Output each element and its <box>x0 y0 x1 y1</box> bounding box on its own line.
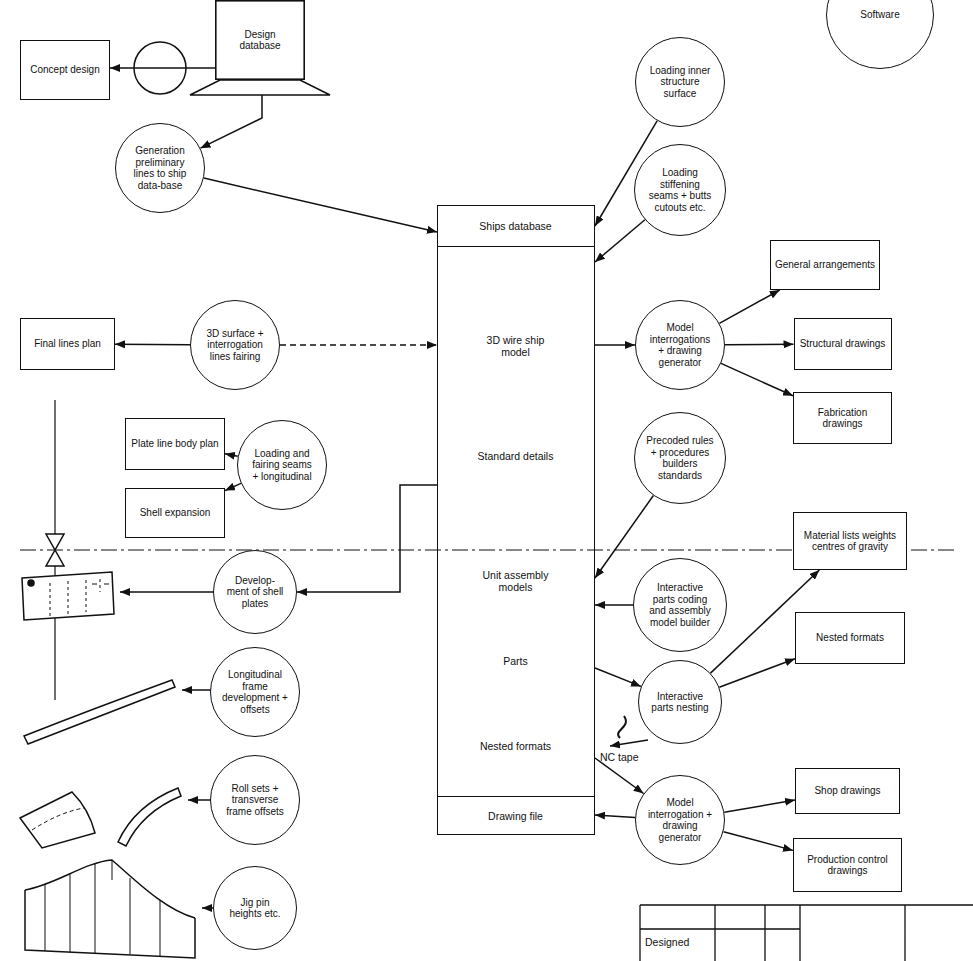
process-circle: Loading inner structure surface <box>635 37 725 127</box>
flow-arrow <box>724 800 795 812</box>
flow-arrow <box>595 496 653 579</box>
flow-arrow <box>595 668 641 686</box>
box-label: Material lists weights centres of gravit… <box>797 530 903 553</box>
process-circle: Loading and fairing seams + longitudinal <box>237 420 327 510</box>
process-box: Production control drawings <box>793 838 902 892</box>
column-section: Unit assembly models <box>471 569 561 593</box>
database-column: Ships database 3D wire ship modelStandard… <box>437 205 595 835</box>
computer-terminal: Design database <box>215 0 305 80</box>
flow-arrow <box>721 363 793 395</box>
annotation-label: NC tape <box>600 751 639 763</box>
circle-label: Generation preliminary lines to ship dat… <box>127 145 194 191</box>
jig-figure <box>25 860 195 958</box>
column-section: Standard details <box>471 450 561 462</box>
flow-arrow <box>725 344 794 346</box>
circle-label: Roll sets + transverse frame offsets <box>222 783 289 818</box>
process-box: Structural drawings <box>794 318 892 370</box>
box-label: Nested formats <box>816 632 884 644</box>
column-section: Drawing file <box>446 810 586 822</box>
box-label: Shop drawings <box>814 785 880 797</box>
process-circle: Longitudinal frame development + offsets <box>210 647 300 737</box>
process-circle: Precoded rules + procedures builders sta… <box>634 412 726 504</box>
column-section: 3D wire ship model <box>476 334 556 358</box>
flow-arrow <box>719 659 795 688</box>
circle-label: Model interrogations + drawing generator <box>647 322 714 368</box>
process-box: Final lines plan <box>20 318 115 370</box>
process-box: Material lists weights centres of gravit… <box>793 512 907 570</box>
circle-label: 3D surface + interrogation lines fairing <box>202 328 269 363</box>
bow-tie-symbol <box>46 534 64 566</box>
flow-arrow <box>595 604 633 606</box>
shell-plate-figure <box>22 572 114 620</box>
process-box: Shell expansion <box>125 488 225 538</box>
leader-arrow <box>610 740 648 746</box>
legend-circle: Software <box>826 0 934 69</box>
column-heading: Ships database <box>441 220 591 232</box>
column-section: Parts <box>456 655 576 667</box>
box-label: Production control drawings <box>797 854 898 877</box>
title-block <box>640 905 973 961</box>
process-circle: Interactive parts nesting <box>638 660 722 744</box>
circle-label: Precoded rules + procedures builders sta… <box>646 435 714 481</box>
process-circle: Develop-ment of shell plates <box>213 550 297 634</box>
process-box: Plate line body plan <box>125 418 225 470</box>
process-box: Shop drawings <box>795 768 900 814</box>
circle-label: Loading stiffening seams + butts cutouts… <box>646 167 714 213</box>
box-label: Fabrication drawings <box>797 407 888 430</box>
circle-label: Model interrogation + drawing generator <box>647 797 714 843</box>
roll-set-figure <box>20 788 181 848</box>
circle-label: Software <box>840 9 920 21</box>
process-box: Fabrication drawings <box>793 392 892 444</box>
column-divider <box>438 246 594 247</box>
column-section: Nested formats <box>471 740 561 752</box>
terminal-label: Design database <box>225 29 295 52</box>
box-label: Plate line body plan <box>131 438 218 450</box>
flow-arrow <box>225 454 238 457</box>
process-circle: Model interrogations + drawing generator <box>635 300 725 390</box>
box-label: Structural drawings <box>800 338 886 350</box>
flow-arrow <box>297 485 437 592</box>
circle-label: Develop-ment of shell plates <box>224 575 286 610</box>
flow-arrow <box>225 483 241 490</box>
flow-arrow <box>280 344 437 346</box>
process-box: General arrangements <box>770 240 880 290</box>
box-label: Concept design <box>30 64 100 76</box>
flow-arrow <box>719 290 779 323</box>
leader-arrow <box>120 591 220 593</box>
column-divider <box>438 796 594 797</box>
process-circle: Generation preliminary lines to ship dat… <box>115 123 205 213</box>
process-circle: Roll sets + transverse frame offsets <box>210 755 300 845</box>
flow-arrow <box>110 67 215 69</box>
flow-arrow <box>595 758 644 794</box>
flow-arrow <box>724 832 794 851</box>
process-circle: Jig pin heights etc. <box>213 866 297 950</box>
circle-label: Loading inner structure surface <box>647 65 714 100</box>
box-label: Shell expansion <box>140 507 211 519</box>
flow-arrow <box>595 220 645 262</box>
frame-bar-figure <box>24 680 175 744</box>
process-circle: 3D surface + interrogation lines fairing <box>190 300 280 390</box>
process-circle: Interactive parts coding and assembly mo… <box>633 558 727 652</box>
box-label: Final lines plan <box>34 338 101 350</box>
flow-arrow <box>204 178 437 232</box>
nc-tape-symbol <box>618 716 626 738</box>
process-circle: Loading stiffening seams + butts cutouts… <box>634 144 726 236</box>
circle-label: Interactive parts coding and assembly mo… <box>645 582 715 628</box>
box-label: General arrangements <box>775 259 875 271</box>
circle-label: Loading and fairing seams + longitudinal <box>249 448 316 483</box>
process-box: Concept design <box>20 40 110 100</box>
flow-arrow <box>595 344 635 346</box>
circle-label: Jig pin heights etc. <box>224 897 286 920</box>
circle-label: Interactive parts nesting <box>649 691 711 714</box>
circle-label: Longitudinal frame development + offsets <box>222 669 289 715</box>
flow-arrow <box>595 815 635 817</box>
process-circle: Model interrogation + drawing generator <box>635 775 725 865</box>
title-block-label: Designed <box>645 936 689 948</box>
process-box: Nested formats <box>795 612 905 664</box>
flow-arrow <box>115 344 190 346</box>
